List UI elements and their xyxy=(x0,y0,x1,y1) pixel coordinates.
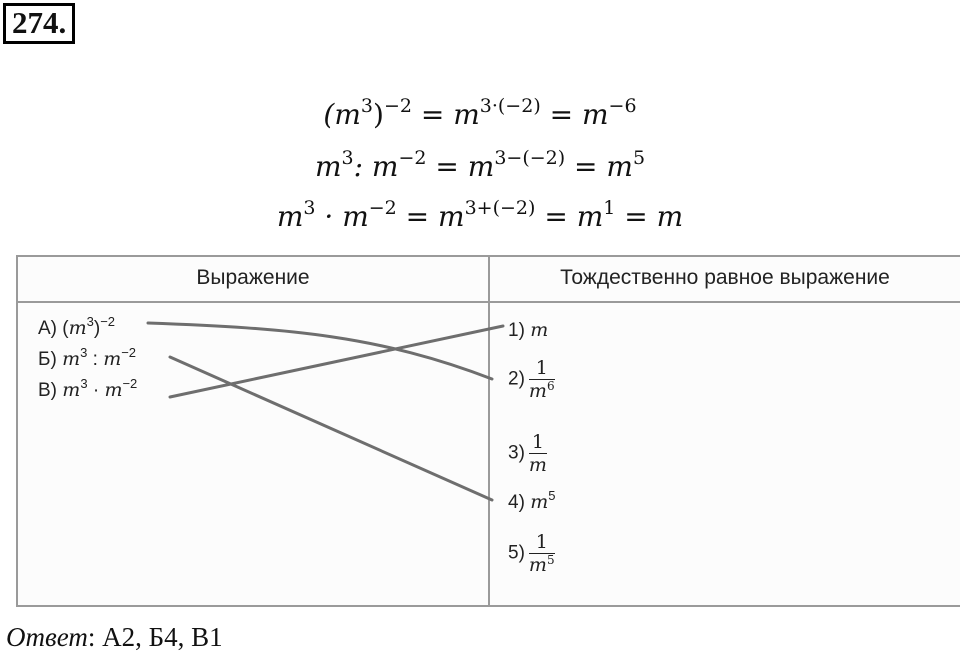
left-item-a: А) (m3)−2 xyxy=(38,314,116,339)
answer-line: Ответ: А2, Б4, В1 xyxy=(6,622,223,652)
answer-text: А2, Б4, В1 xyxy=(95,622,223,652)
table-header-divider xyxy=(18,301,960,303)
left-item-c: В) m3 · m−2 xyxy=(38,376,138,401)
header-equivalent-expression: Тождественно равное выражение xyxy=(560,266,890,289)
matching-table: Выражение Тождественно равное выражение … xyxy=(16,255,960,607)
formula-line-1: (m3)−2 = m3·(−2) = m−6 xyxy=(323,95,637,132)
right-item-4: 4) m5 xyxy=(508,488,556,513)
formula-line-3: m3 · m−2 = m3+(−2) = m1 = m xyxy=(276,197,684,234)
left-item-b: Б) m3 : m−2 xyxy=(38,345,137,370)
header-expression: Выражение xyxy=(196,266,310,289)
right-item-1: 1) m xyxy=(508,319,549,341)
problem-number: 274. xyxy=(3,3,76,44)
table-column-divider xyxy=(488,257,490,605)
formula-line-2: m3: m−2 = m3−(−2) = m5 xyxy=(314,147,646,184)
answer-label: Ответ xyxy=(6,622,88,652)
